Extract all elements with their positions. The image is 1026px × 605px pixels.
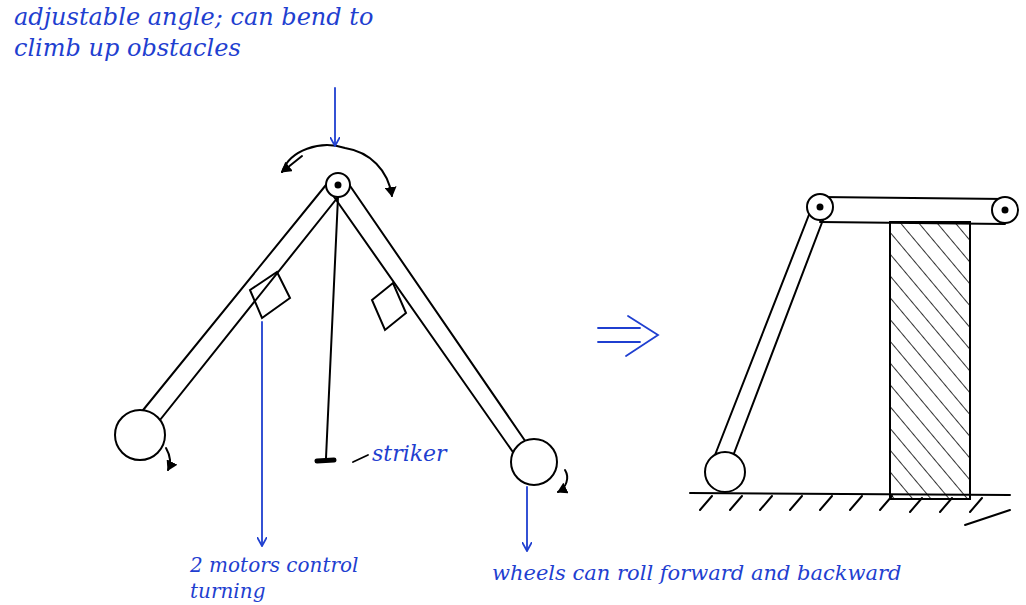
angle-note: adjustable angle; can bend to climb up o…: [14, 2, 404, 64]
wheel-note: wheels can roll forward and backward: [492, 560, 1022, 587]
annotation-arrows: [262, 88, 658, 550]
motor-note: 2 motors control turning: [190, 552, 362, 604]
part-name: striker: [372, 440, 492, 469]
right-robot: [690, 194, 1018, 525]
left-robot: [115, 145, 567, 492]
